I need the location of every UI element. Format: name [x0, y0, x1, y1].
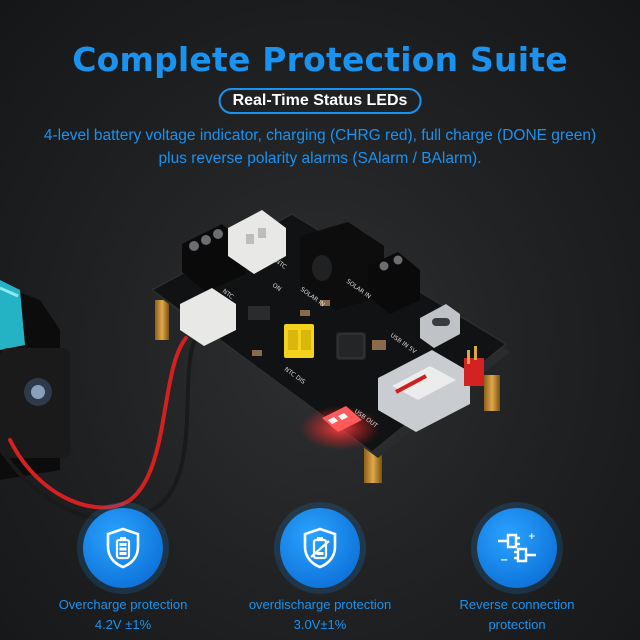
inductor [336, 332, 366, 360]
connector-white-battery [180, 288, 236, 346]
description-line: 4-level battery voltage indicator, charg… [43, 127, 597, 144]
pin-header-red [464, 346, 484, 386]
status-led-bar [300, 406, 380, 450]
description-line: plus reverse polarity alarms (SAlarm / B… [158, 150, 482, 167]
battery-shield-icon [83, 508, 163, 588]
chips-and-caps [248, 300, 386, 356]
connector-white-top [228, 210, 286, 274]
low-battery-shield-icon [280, 508, 360, 588]
usb-c-port [420, 304, 460, 348]
feature-value: protection [488, 617, 546, 632]
feature-value: 3.0V±1% [293, 617, 347, 632]
svg-text:−: − [500, 555, 508, 566]
battery-holder [0, 280, 70, 480]
feature-overcharge: Overcharge protection 4.2V ±1% [28, 508, 218, 635]
feature-title: Overcharge protection [58, 597, 188, 612]
on-label: ON [271, 282, 283, 293]
reverse-plug-icon: + − [477, 508, 557, 588]
subtitle-badge: Real-Time Status LEDs [218, 88, 422, 114]
page-title: Complete Protection Suite [72, 40, 568, 79]
description: 4-level battery voltage indicator, charg… [20, 124, 620, 170]
jumper-yellow [284, 324, 314, 358]
battery-wires [3, 336, 196, 522]
feature-reverse-connection: + − Reverse connection protection [422, 508, 612, 635]
svg-text:+: + [528, 532, 536, 542]
dc-jack [300, 222, 384, 310]
usb-a-port [378, 350, 470, 432]
feature-overdischarge: overdischarge protection 3.0V±1% [225, 508, 415, 635]
terminal-block-right [368, 252, 420, 314]
feature-value: 4.2V ±1% [94, 617, 152, 632]
feature-title: Reverse connection [459, 597, 575, 612]
feature-title: overdischarge protection [248, 597, 392, 612]
